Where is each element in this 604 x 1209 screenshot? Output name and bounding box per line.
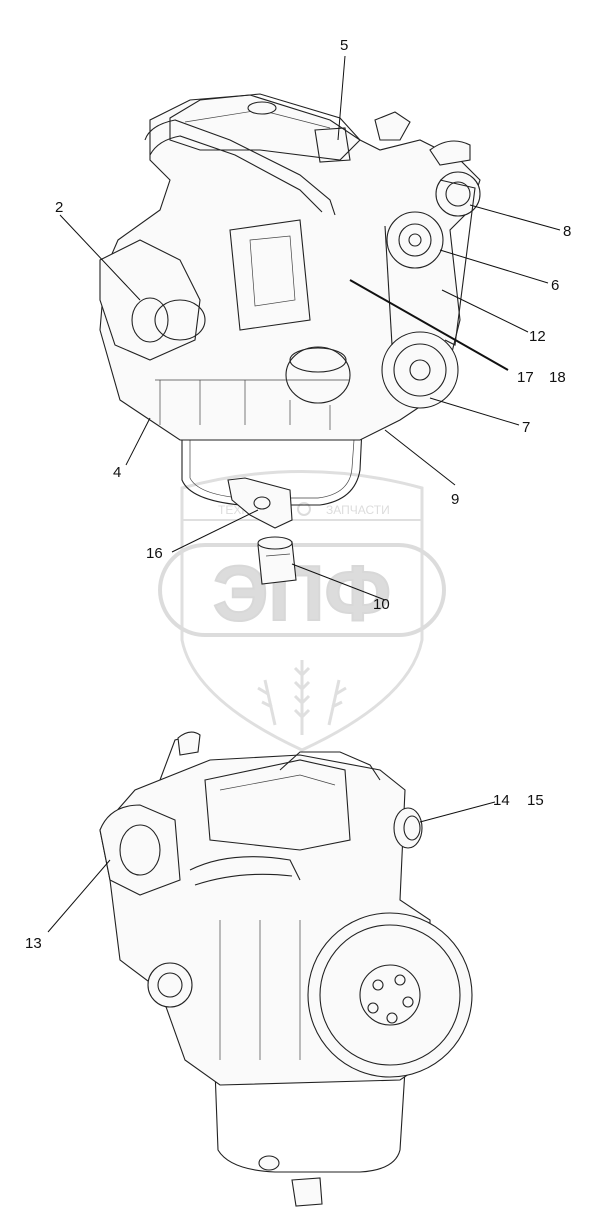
leader-4 xyxy=(125,417,151,466)
watermark-logo-letters: ЭПФ xyxy=(213,549,391,637)
leader-9 xyxy=(384,429,456,486)
callout-8: 8 xyxy=(563,223,571,240)
leader-6 xyxy=(439,249,549,284)
callout-18: 18 xyxy=(549,369,566,386)
leader-16 xyxy=(171,509,259,553)
callout-2: 2 xyxy=(55,199,63,216)
callout-labels: 5 2 8 6 12 17 18 7 4 9 16 10 14 15 13 xyxy=(25,37,571,952)
callout-10: 10 xyxy=(373,596,390,613)
leader-17-18 xyxy=(349,279,509,371)
callout-9: 9 xyxy=(451,491,459,508)
leader-14-15 xyxy=(419,801,496,823)
leader-10 xyxy=(291,563,386,601)
leader-7 xyxy=(429,397,520,426)
leader-5 xyxy=(337,55,346,141)
watermark-text-right: ЗАПЧАСТИ xyxy=(326,503,390,517)
callout-16: 16 xyxy=(146,545,163,562)
leader-13 xyxy=(47,859,111,933)
callout-14: 14 xyxy=(493,792,510,809)
callout-5: 5 xyxy=(340,37,348,54)
leader-8 xyxy=(469,204,561,231)
upper-engine-drawing xyxy=(99,93,481,585)
callout-4: 4 xyxy=(113,464,121,481)
watermark-logo: ТЕХНИКА ЗАПЧАСТИ ЭПФ xyxy=(158,470,446,752)
leader-lines xyxy=(47,55,561,933)
lower-engine-drawing xyxy=(99,731,473,1207)
watermark-wheat-icon xyxy=(257,660,347,735)
leader-2 xyxy=(59,214,141,301)
callout-6: 6 xyxy=(551,277,559,294)
callout-17: 17 xyxy=(517,369,534,386)
watermark-gear-icon xyxy=(297,502,311,516)
leader-12 xyxy=(441,289,529,333)
callout-13: 13 xyxy=(25,935,42,952)
callout-7: 7 xyxy=(522,419,530,436)
callout-12: 12 xyxy=(529,328,546,345)
callout-15: 15 xyxy=(527,792,544,809)
